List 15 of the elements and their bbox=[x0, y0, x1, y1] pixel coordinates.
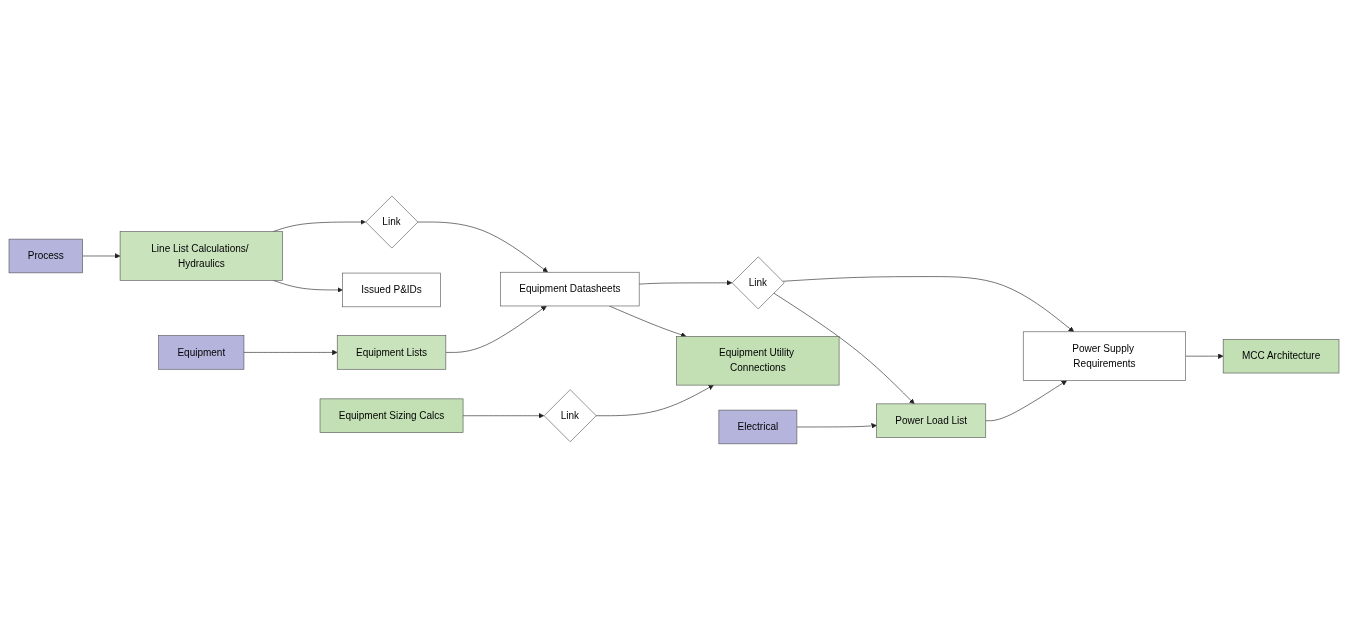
node-diamond: Link bbox=[731, 256, 785, 310]
node-box: MCC Architecture bbox=[1222, 339, 1339, 374]
node-box: Line List Calculations/ Hydraulics bbox=[119, 231, 283, 281]
node-box: Equipment Sizing Calcs bbox=[319, 398, 463, 433]
node-box: Equipment Datasheets bbox=[499, 272, 639, 307]
node-box: Equipment Utility Connections bbox=[675, 336, 839, 386]
node-diamond: Link bbox=[365, 195, 418, 249]
node-box: Equipment bbox=[157, 335, 244, 370]
node-box: Power Supply Requirements bbox=[1022, 331, 1186, 381]
node-diamond: Link bbox=[543, 389, 597, 443]
node-box: Equipment Lists bbox=[336, 335, 446, 370]
node-box: Issued P&IDs bbox=[341, 272, 441, 308]
node-box: Power Load List bbox=[875, 403, 986, 438]
node-box: Electrical bbox=[718, 409, 797, 445]
node-box: Process bbox=[8, 238, 83, 274]
